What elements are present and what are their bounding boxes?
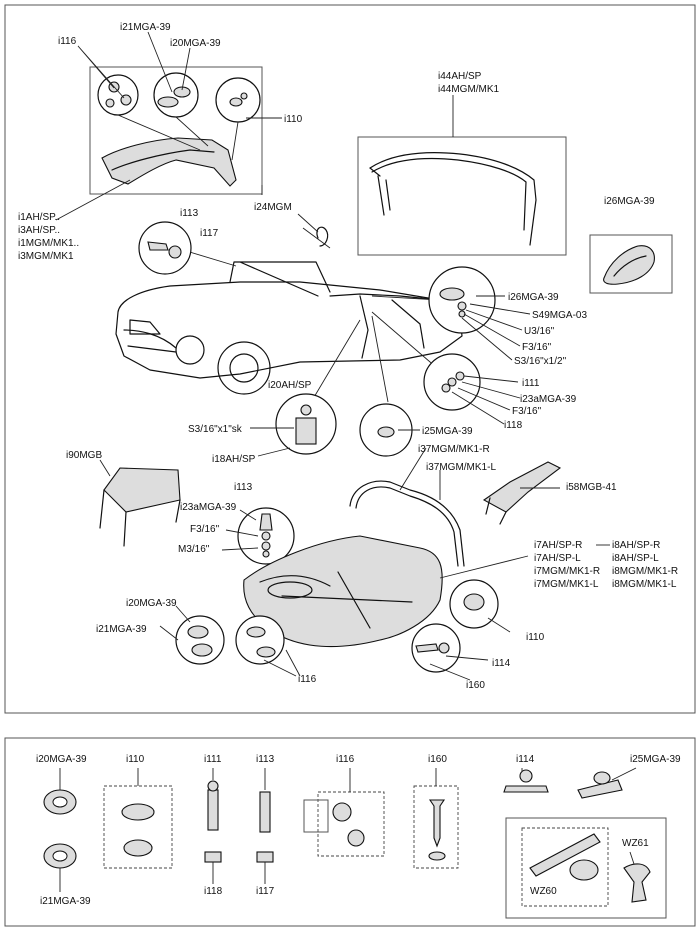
label-i113-mid: i113 xyxy=(234,482,253,493)
main-diagram-frame xyxy=(4,4,696,714)
label-i113-top: i113 xyxy=(180,208,199,219)
legend-label-i20MGA39: i20MGA-39 xyxy=(36,754,87,765)
label-i7MGMMK1L: i7MGM/MK1-L xyxy=(534,579,599,590)
label-i117-top: i117 xyxy=(200,228,219,239)
label-i25MGA39-mid: i25MGA-39 xyxy=(422,426,473,437)
legend-label-i113: i113 xyxy=(256,754,275,765)
label-i118-mid: i118 xyxy=(504,420,523,431)
label-S49MGA03: S49MGA-03 xyxy=(532,310,587,321)
mirror-inset-i26 xyxy=(589,234,673,294)
legend-part-i111 xyxy=(207,789,219,831)
label-F3-16-c: F3/16" xyxy=(190,524,220,535)
detail-circle-i25 xyxy=(359,403,420,457)
label-i20AHSP: i20AH/SP xyxy=(268,380,312,391)
diagram-labels: i116 i21MGA-39 i20MGA-39 i110 i44AH/SP i… xyxy=(18,22,678,691)
legend-label-i25MGA39: i25MGA-39 xyxy=(630,754,681,765)
detail-circle-i116-lower xyxy=(235,615,301,677)
label-i8AHSPL: i8AH/SP-L xyxy=(612,553,659,564)
legend-labels: i20MGA-39 i110 i111 i113 i116 i160 i114 … xyxy=(36,754,681,907)
label-i110-low: i110 xyxy=(526,632,545,643)
label-i18AHSP: i18AH/SP xyxy=(212,454,256,465)
hood-frame-part xyxy=(369,152,537,246)
legend-part-WZ61 xyxy=(623,863,651,903)
rear-panel-i90MGB xyxy=(99,459,181,547)
legend-label-i117: i117 xyxy=(256,886,275,897)
detail-circle-i20AH xyxy=(250,393,337,457)
detail-circle-i113-lower xyxy=(221,507,295,565)
car-illustration xyxy=(115,261,463,395)
label-i23aMGA39-mid: i23aMGA-39 xyxy=(520,394,577,405)
legend-label-i111: i111 xyxy=(204,754,222,765)
label-i111-mid: i111 xyxy=(522,378,540,389)
detail-circle-i20-i21-lower xyxy=(159,605,225,665)
detail-circle-i26-fixings xyxy=(428,266,531,361)
legend-parts xyxy=(43,769,667,919)
legend-part-i117 xyxy=(256,851,274,863)
label-i160-low: i160 xyxy=(466,680,485,691)
legend-part-i116 xyxy=(332,802,352,822)
label-i37MGMMK1L: i37MGM/MK1-L xyxy=(426,462,496,473)
detail-circle-i116 xyxy=(97,74,139,116)
legend-label-WZ60: WZ60 xyxy=(530,886,557,897)
label-i110-top: i110 xyxy=(284,114,303,125)
legend-part-WZ60 xyxy=(529,833,601,877)
label-i44AHSP: i44AH/SP xyxy=(438,71,482,82)
label-i26MGA39: i26MGA-39 xyxy=(508,292,559,303)
label-i58MGB41: i58MGB-41 xyxy=(566,482,617,493)
label-S3-16x1-2: S3/16"x1/2" xyxy=(514,356,567,367)
label-i3AHSP: i3AH/SP.. xyxy=(18,225,60,236)
label-i20MGA39-top: i20MGA-39 xyxy=(170,38,221,49)
label-i21MGA39-top: i21MGA-39 xyxy=(120,22,171,33)
clip-i24 xyxy=(316,226,329,247)
legend-part-i160 xyxy=(428,799,446,848)
label-i7AHSPL: i7AH/SP-L xyxy=(534,553,581,564)
seal-strip-i37 xyxy=(349,480,465,567)
legend-part-i118 xyxy=(204,851,222,863)
label-i7MGMMK1R: i7MGM/MK1-R xyxy=(534,566,600,577)
legend-label-i160: i160 xyxy=(428,754,447,765)
label-F3-16-b: F3/16" xyxy=(512,406,542,417)
detail-circle-i113-i117 xyxy=(138,221,192,275)
hood-top-detail-box xyxy=(89,66,263,195)
label-i7AHSPR: i7AH/SP-R xyxy=(534,540,582,551)
label-i90MGB: i90MGB xyxy=(66,450,102,461)
detail-circle-i111 xyxy=(423,353,521,425)
label-F3-16-a: F3/16" xyxy=(522,342,552,353)
label-i3MGMMK1: i3MGM/MK1 xyxy=(18,251,74,262)
legend-label-WZ61: WZ61 xyxy=(622,838,649,849)
legend-part-i113 xyxy=(259,791,271,833)
legend-label-i116: i116 xyxy=(336,754,355,765)
label-i8MGMMK1R: i8MGM/MK1-R xyxy=(612,566,678,577)
legend-label-i110: i110 xyxy=(126,754,145,765)
label-i37MGMMK1R: i37MGM/MK1-R xyxy=(418,444,490,455)
label-i116-top: i116 xyxy=(58,36,77,47)
detail-circle-i114-i160 xyxy=(411,623,489,681)
label-i8AHSPR: i8AH/SP-R xyxy=(612,540,660,551)
label-S3-16x1sk: S3/16"x1"sk xyxy=(188,424,243,435)
label-U3-16: U3/16" xyxy=(524,326,555,337)
legend-part-i114 xyxy=(503,785,549,793)
hood-frame-box xyxy=(357,95,567,256)
label-i114-low: i114 xyxy=(492,658,511,669)
label-i116-low: i116 xyxy=(298,674,317,685)
label-i24MGM: i24MGM xyxy=(254,202,292,213)
hood-top-part xyxy=(101,137,237,187)
legend-part-i110 xyxy=(121,803,155,821)
tonneau-cover-i7-i8 xyxy=(243,535,529,648)
label-i26MGA39-inset: i26MGA-39 xyxy=(604,196,655,207)
label-i8MGMMK1L: i8MGM/MK1-L xyxy=(612,579,677,590)
label-i20MGA39-low: i20MGA-39 xyxy=(126,598,177,609)
label-i1AHSP: i1AH/SP.. xyxy=(18,212,60,223)
label-i1MGMMK1: i1MGM/MK1.. xyxy=(18,238,79,249)
legend-label-i21MGA39: i21MGA-39 xyxy=(40,896,91,907)
legend-label-i114: i114 xyxy=(516,754,535,765)
label-M3-16: M3/16" xyxy=(178,544,210,555)
detail-circle-i110-lower xyxy=(449,579,511,633)
label-i23aMGA39-low: i23aMGA-39 xyxy=(180,502,237,513)
legend-label-i118: i118 xyxy=(204,886,223,897)
label-i44MGMMK1: i44MGM/MK1 xyxy=(438,84,500,95)
legend-frame xyxy=(4,737,696,927)
label-i21MGA39-low: i21MGA-39 xyxy=(96,624,147,635)
